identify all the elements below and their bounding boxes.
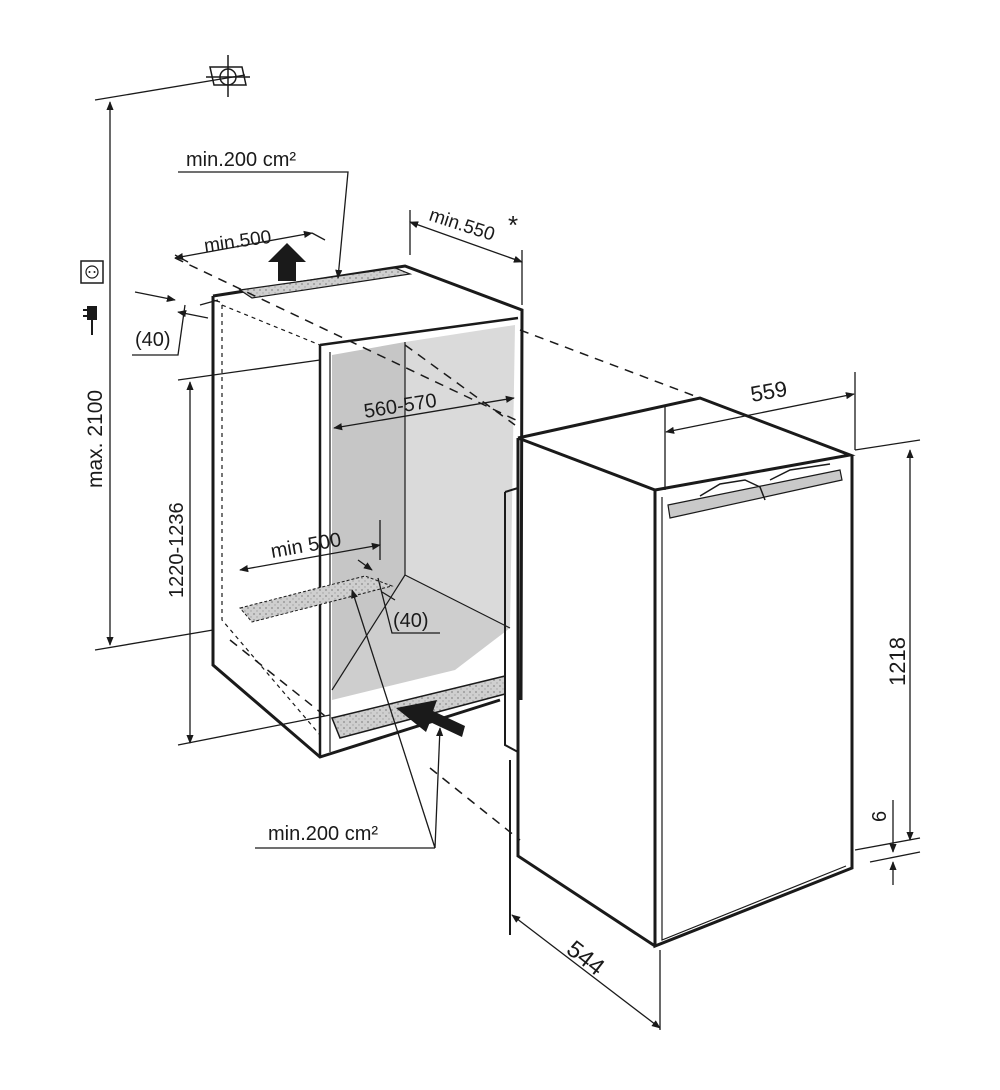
niche-height-label: 1220-1236 — [166, 502, 188, 598]
bottom-inner-vent — [239, 575, 394, 623]
appliance-height-label: 1218 — [885, 637, 910, 686]
top-vent-area-label: min.200 cm² — [186, 149, 296, 171]
niche-depth-note: * — [508, 210, 518, 240]
base-gap-label: 6 — [869, 811, 891, 822]
niche-interior-floor — [332, 575, 510, 700]
power-socket-icon — [80, 260, 104, 284]
bottom-vent-area-label: min.200 cm² — [268, 823, 378, 845]
top-airflow-arrow — [268, 243, 306, 281]
ground-terminal-icon — [206, 55, 250, 97]
top-gap-label: (40) — [135, 329, 171, 351]
appliance-depth-label: 544 — [561, 935, 609, 981]
niche-interior-back — [405, 325, 515, 628]
dimensions — [94, 74, 921, 1030]
max-height-label: max. 2100 — [84, 390, 107, 488]
niche-depth-label: min.550 — [426, 205, 497, 246]
top-vent-slot — [238, 267, 413, 299]
appliance-width-label: 559 — [749, 376, 790, 407]
bottom-gap-label: (40) — [393, 610, 429, 632]
bottom-airflow-arrow — [396, 700, 465, 737]
niche-cabinet — [211, 243, 524, 759]
top-vent-depth-label: min.500 — [203, 227, 273, 257]
power-plug-icon — [83, 306, 97, 335]
control-panel-strip — [667, 469, 843, 519]
appliance — [504, 396, 856, 949]
